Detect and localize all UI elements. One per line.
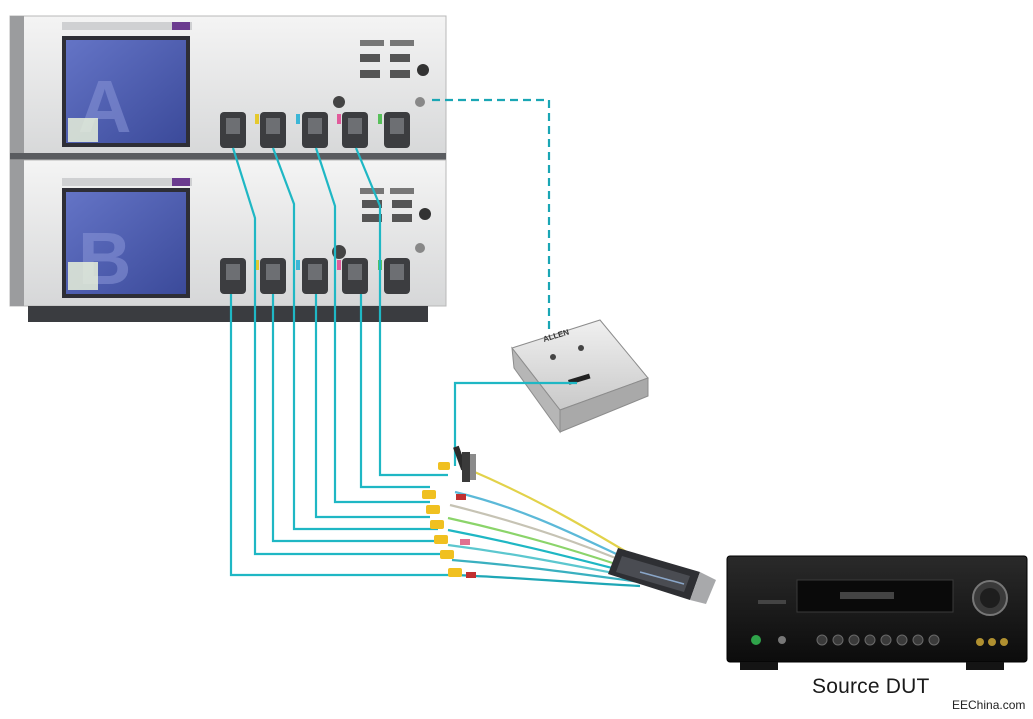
control-switch-box: ALLEN <box>511 319 649 434</box>
cable-harness <box>422 445 716 604</box>
cable-a-ch3 <box>314 147 430 504</box>
cable-a-ch1 <box>231 147 448 556</box>
scope-a-channel-inputs <box>220 112 410 148</box>
scope-a-control-panel <box>333 40 429 108</box>
harness-connector-6 <box>448 568 462 577</box>
hdmi-test-fixture <box>608 548 716 604</box>
harness-connector-1 <box>422 490 436 499</box>
scope-a-side-vent <box>10 16 24 160</box>
cable-b-ch2 <box>271 294 438 543</box>
harness-connector-7 <box>438 462 450 470</box>
scope-b-cables <box>229 294 452 577</box>
dut-front-jacks <box>976 638 1008 646</box>
hdmi-plug <box>690 572 716 604</box>
harness-connector-5 <box>440 550 454 559</box>
watermark-label: EEChina.com <box>952 698 1026 712</box>
cable-b-ch1 <box>229 294 452 577</box>
scope-b-side-vent <box>10 160 24 306</box>
cable-a-ch4 <box>354 147 448 477</box>
cable-b-ch3 <box>314 294 430 519</box>
cable-b-ch4 <box>359 294 430 489</box>
dut-display-panel <box>796 579 954 613</box>
switch-box-button-1 <box>550 354 556 360</box>
dashed-control-link <box>432 98 551 334</box>
source-dut-receiver <box>726 555 1028 670</box>
harness-connector-3 <box>430 520 444 529</box>
cable-a-ch2 <box>271 147 438 531</box>
harness-connector-2 <box>426 505 440 514</box>
switch-box-button-2 <box>578 345 584 351</box>
harness-connector-4 <box>434 535 448 544</box>
switch-to-harness-cable <box>453 381 577 466</box>
oscilloscope-a: A <box>9 15 447 161</box>
oscilloscope-b: B <box>9 159 447 322</box>
dut-front-buttons <box>816 634 940 646</box>
scope-b-channel-inputs <box>220 258 410 294</box>
dut-display-text <box>840 592 894 599</box>
source-dut-label: Source DUT <box>812 675 930 698</box>
scope-a-cables <box>231 147 448 556</box>
harness-connector-heads <box>422 445 476 578</box>
dut-power-button <box>751 635 761 645</box>
